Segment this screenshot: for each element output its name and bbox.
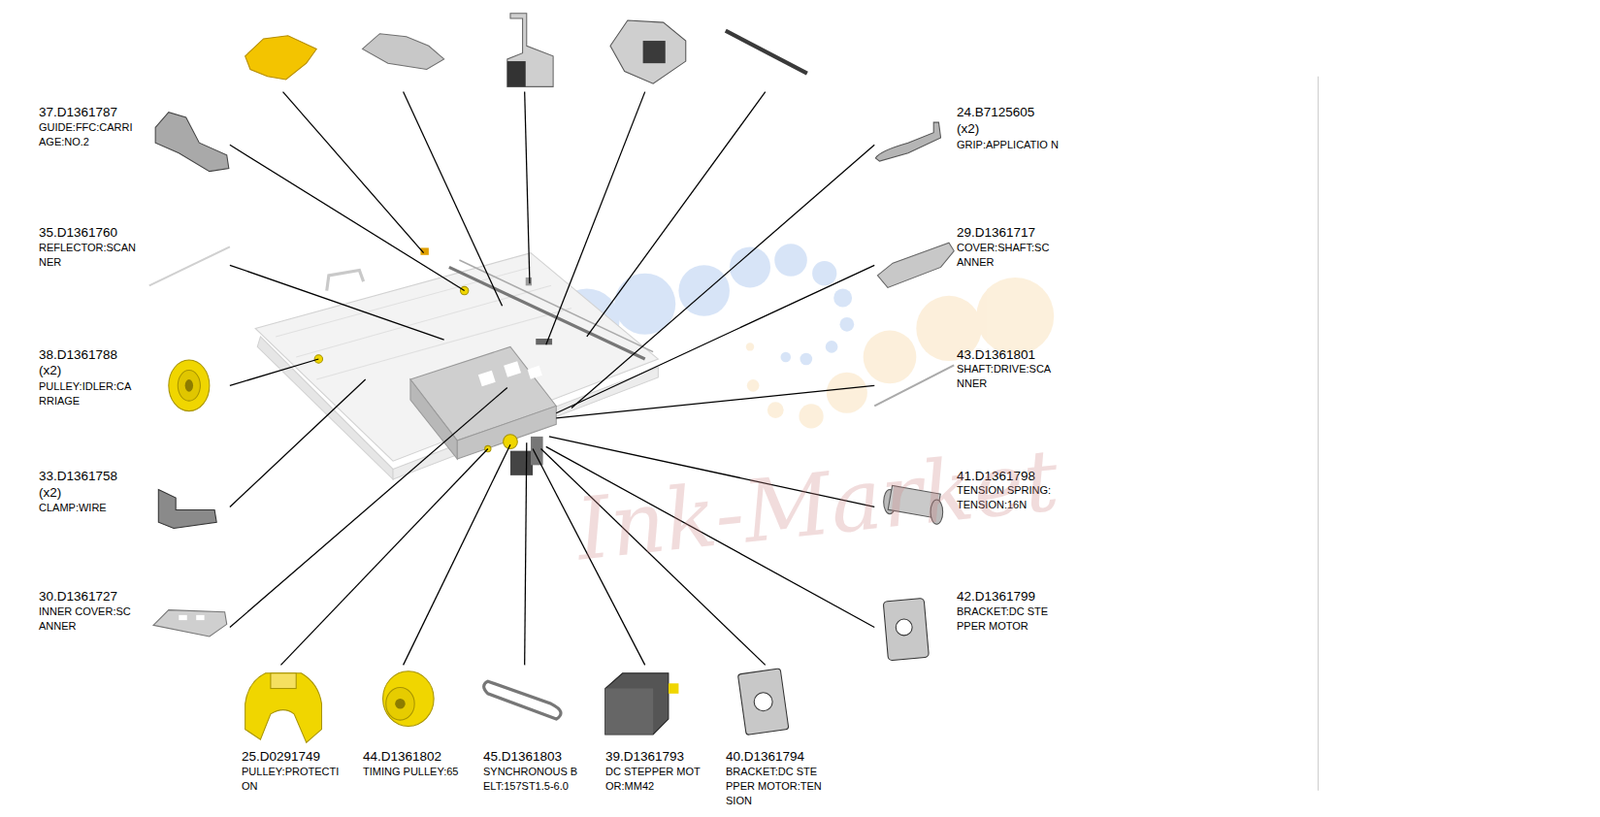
watermark: Ink-Market: [571, 428, 1064, 582]
quantity: (x2): [956, 121, 980, 137]
leader-lines: [229, 92, 875, 666]
part-name: PULLEY:IDLER:CA RRIAGE: [38, 379, 154, 409]
part-number: 37.D1361787: [38, 104, 118, 121]
part-name: SHAFT:DRIVE:SCA NNER: [956, 361, 1072, 392]
part-name: INNER COVER:SC ANNER: [38, 604, 154, 634]
part-number: 42.D1361799: [956, 588, 1036, 605]
part-number: 39.D1361793: [605, 749, 685, 765]
part-number: 38.D1361788: [38, 347, 118, 363]
part-number: 45.D1361803: [483, 749, 562, 765]
quantity: (x2): [38, 362, 62, 379]
part-number: 35.D1361760: [38, 225, 118, 241]
part-number: 29.D1361717: [956, 225, 1036, 241]
divider: [1317, 76, 1319, 791]
part-number: 43.D1361801: [956, 347, 1036, 363]
part-name: TIMING PULLEY:65: [362, 764, 478, 780]
part-name: DC STEPPER MOT OR:MM42: [605, 764, 720, 794]
scanner-assembly: [255, 247, 658, 480]
quantity: (x2): [38, 485, 62, 501]
part-name: REFLECTOR:SCAN NER: [38, 240, 154, 270]
part-name: GRIP:APPLICATIO N: [956, 137, 1072, 153]
part-number: 24.B7125605: [956, 104, 1035, 121]
part-number: 30.D1361727: [38, 588, 118, 605]
part-name: BRACKET:DC STE PPER MOTOR: [956, 604, 1072, 634]
part-number: 44.D1361802: [362, 749, 442, 765]
part-number: 25.D0291749: [241, 749, 321, 765]
part-name: CLAMP:WIRE: [38, 500, 154, 516]
part-name: COVER:SHAFT:SC ANNER: [956, 240, 1072, 270]
part-number: 40.D1361794: [725, 749, 805, 765]
part-name: SYNCHRONOUS B ELT:157ST1.5-6.0: [483, 764, 598, 794]
part-number: 33.D1361758: [38, 468, 118, 485]
part-name: GUIDE:FFC:CARRI AGE:NO.2: [38, 120, 154, 150]
part-name: BRACKET:DC STE PPER MOTOR:TEN SION: [725, 764, 841, 809]
part-icons: [149, 13, 954, 744]
part-name: PULLEY:PROTECTI ON: [241, 764, 357, 794]
